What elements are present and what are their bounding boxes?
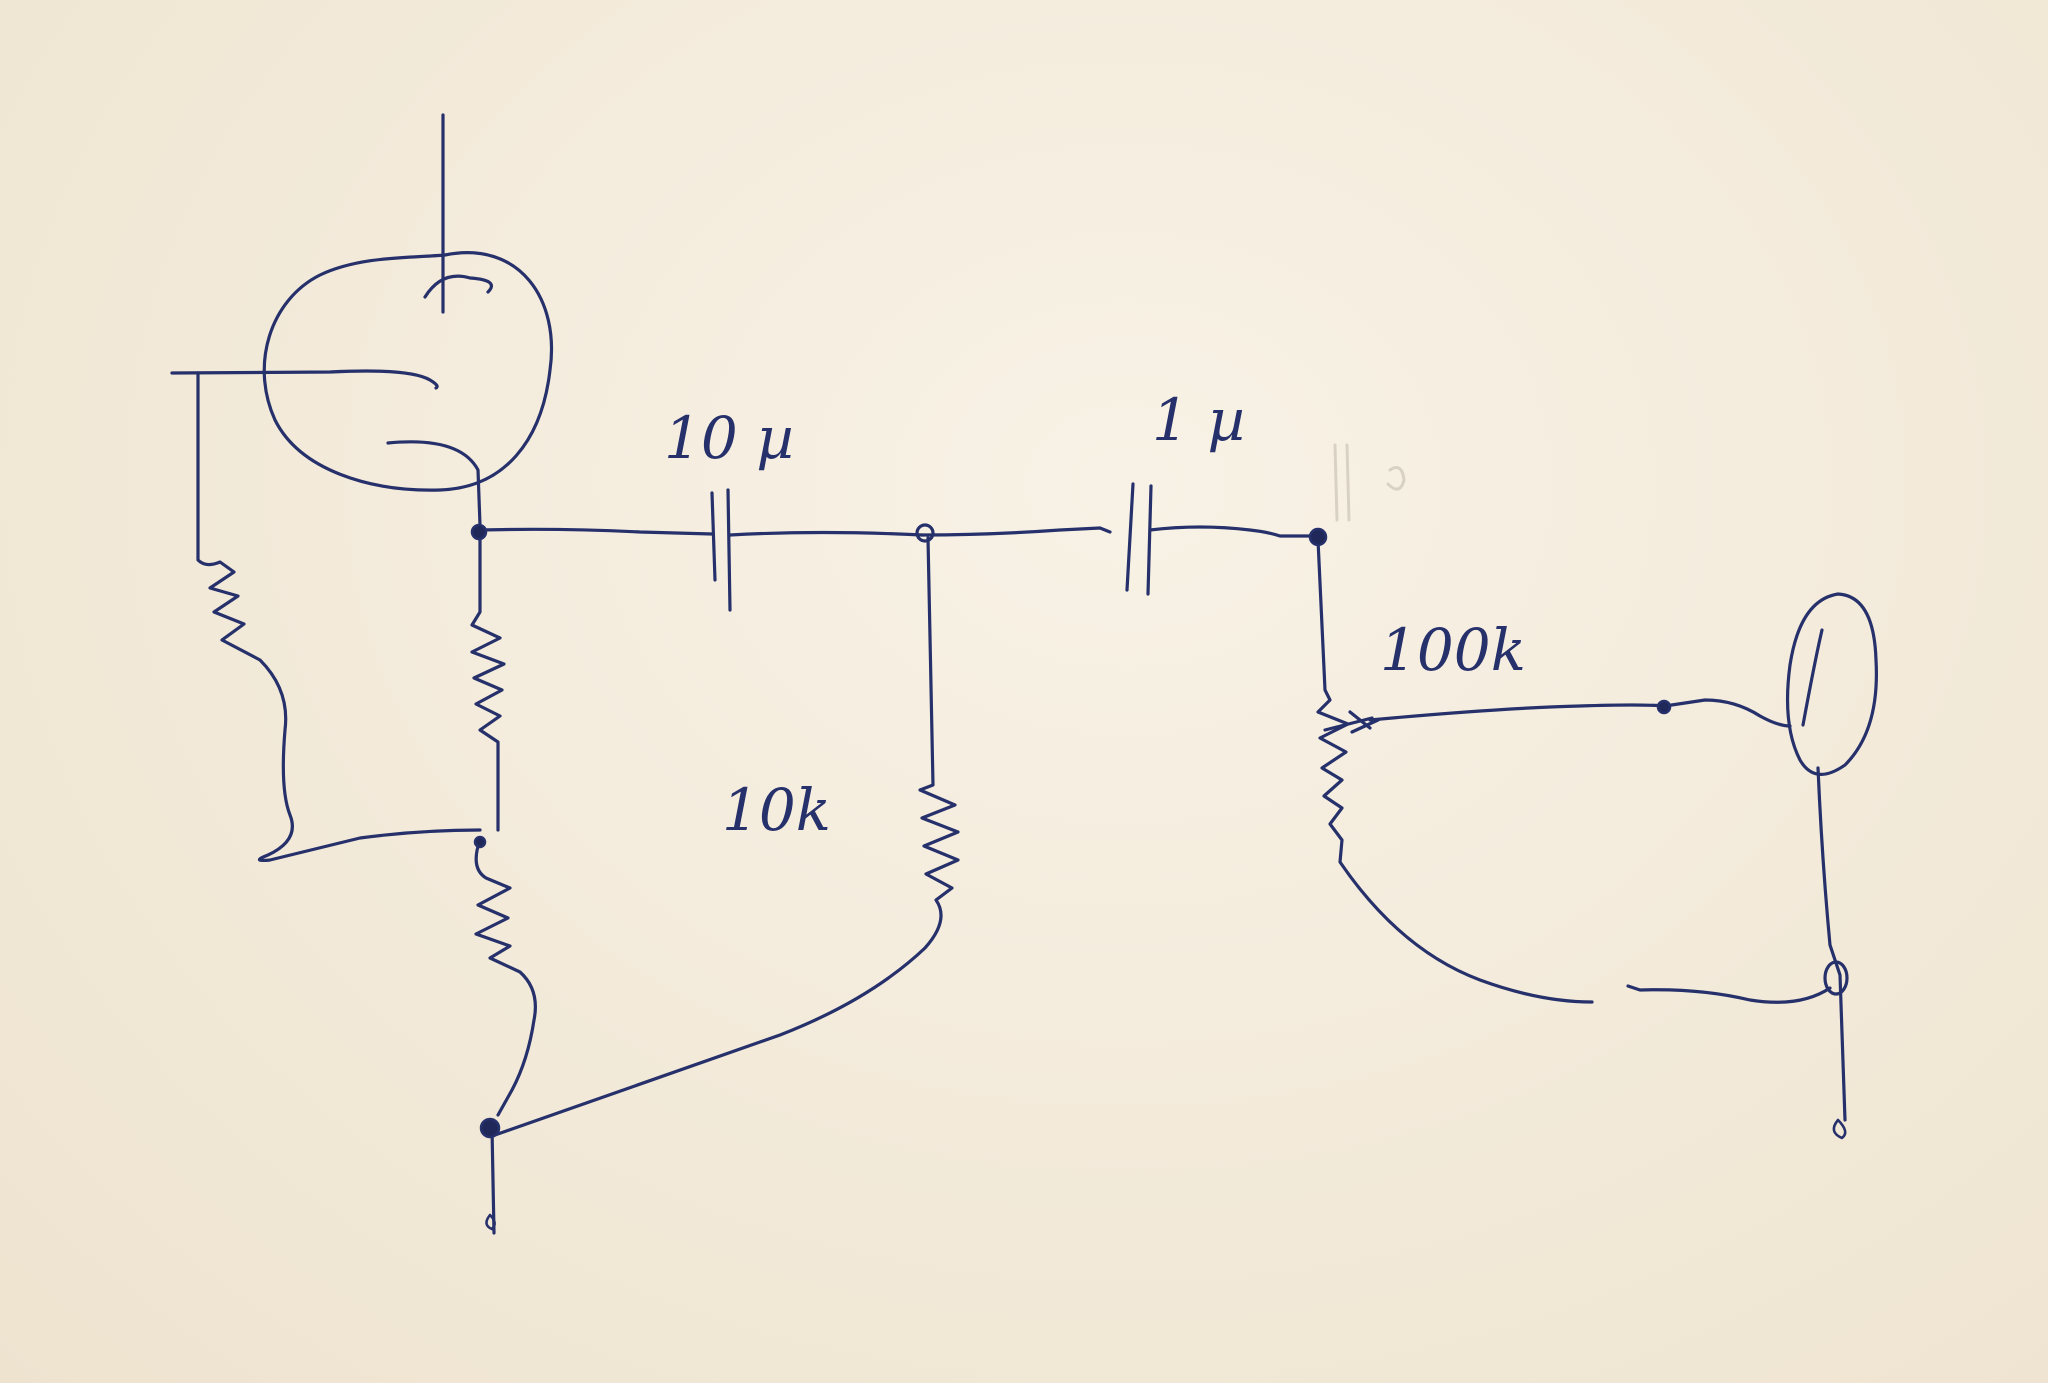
node-cathode	[473, 835, 487, 849]
cathode-resistor	[470, 528, 506, 832]
return-wire	[1626, 984, 1832, 1004]
grid-lead	[170, 369, 439, 390]
label-resistor-10k: 10k	[722, 776, 831, 844]
capacitor-1u	[1125, 482, 1320, 596]
vacuum-tube-icon	[170, 113, 553, 527]
wire-to-cap-1u	[920, 526, 1112, 537]
wire-plate-to-cap	[478, 527, 714, 536]
erased-marks	[1333, 443, 1406, 522]
ground-lead	[485, 1126, 496, 1235]
node-pot-top	[1308, 527, 1328, 547]
node-mid	[915, 523, 935, 543]
output-jack-icon	[1785, 592, 1879, 1140]
tube-envelope	[262, 251, 553, 492]
label-pot-100k: 100k	[1380, 616, 1526, 684]
bias-resistor	[474, 838, 537, 1117]
node-wiper-wire	[1656, 699, 1672, 715]
pot-wiper-arrow	[1323, 710, 1380, 734]
plate	[423, 274, 493, 299]
node-bottom	[479, 1117, 501, 1139]
nodes	[470, 523, 1849, 1139]
grid-resistor	[196, 371, 482, 863]
capacitor-10u	[710, 488, 924, 612]
label-cap-10u: 10 µ	[664, 404, 794, 472]
label-cap-1u: 1 µ	[1152, 386, 1245, 454]
resistor-10k	[493, 536, 960, 1137]
node-jack-return	[1823, 960, 1849, 996]
potentiometer-100k	[1316, 538, 1792, 1004]
cathode	[386, 440, 482, 527]
node-plate	[470, 523, 488, 541]
